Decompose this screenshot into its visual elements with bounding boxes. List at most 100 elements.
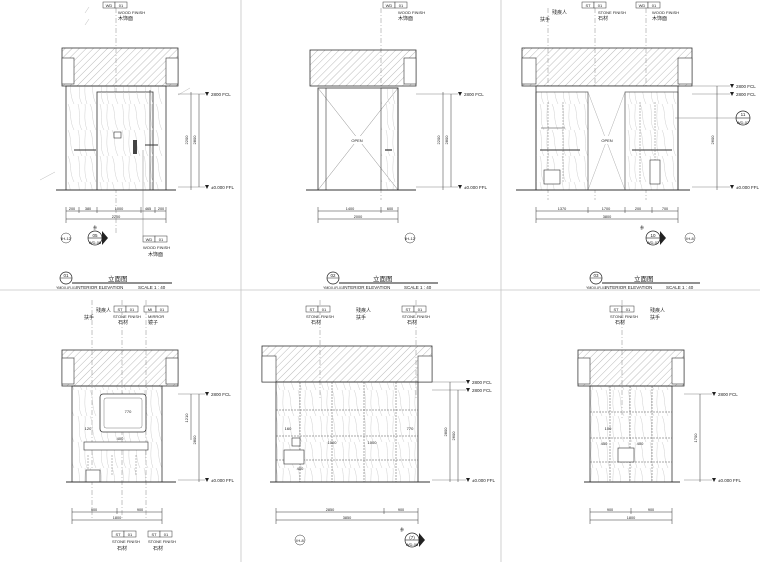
material-tag-wood-top: WD 01 WOOD FINISH 木饰面 bbox=[102, 1, 145, 22]
dimensions-panel-2: 1400 600 2000 bbox=[317, 207, 399, 223]
svg-text:2800 FCL: 2800 FCL bbox=[472, 388, 492, 393]
elevation-title-03: 03 YMDX-IR-01 立面图 INTERIOR ELEVATION SCA… bbox=[586, 271, 700, 290]
svg-text:STONE FINISH: STONE FINISH bbox=[113, 314, 141, 319]
svg-text:残疾人: 残疾人 bbox=[96, 307, 111, 314]
svg-text:2800: 2800 bbox=[444, 135, 449, 145]
svg-text:01: 01 bbox=[652, 3, 657, 8]
dimensions-panel-6: 900 900 1800 bbox=[589, 508, 673, 524]
dimensions-panel-4: 900 900 1800 bbox=[71, 508, 163, 524]
svg-text:900: 900 bbox=[648, 508, 654, 512]
svg-text:3800: 3800 bbox=[603, 215, 611, 219]
svg-text:380: 380 bbox=[85, 207, 91, 211]
grid-tag-panel-3: IH-8 bbox=[684, 232, 696, 244]
svg-text:STONE FINISH: STONE FINISH bbox=[598, 10, 626, 15]
svg-text:200: 200 bbox=[69, 207, 75, 211]
svg-text:1700: 1700 bbox=[693, 433, 698, 443]
svg-text:200: 200 bbox=[158, 207, 164, 211]
section-callout-panel-5: 参 (7) WD-06 bbox=[400, 526, 425, 548]
elevation-panel-3: OPEN bbox=[516, 8, 693, 200]
svg-text:±0.000 FFL: ±0.000 FFL bbox=[211, 478, 234, 483]
svg-text:石材: 石材 bbox=[598, 15, 608, 22]
grid-tag-panel-1: IH-12 bbox=[60, 232, 72, 244]
svg-text:01: 01 bbox=[159, 237, 164, 242]
elevation-panel-5: 160 1000 1000 770 400 bbox=[261, 300, 433, 483]
svg-text:400: 400 bbox=[637, 441, 644, 446]
svg-text:石材: 石材 bbox=[407, 319, 417, 326]
rail-note-p6: 残疾人 扶手 bbox=[650, 307, 665, 321]
svg-text:IH-12: IH-12 bbox=[405, 236, 416, 241]
svg-text:2800 FCL: 2800 FCL bbox=[464, 92, 484, 97]
svg-text:2800 FCL: 2800 FCL bbox=[736, 84, 756, 89]
rail-note-p4: 残疾人 扶手 bbox=[84, 307, 111, 321]
svg-text:1400: 1400 bbox=[346, 207, 354, 211]
svg-text:2800 FCL: 2800 FCL bbox=[211, 392, 231, 397]
svg-text:1210: 1210 bbox=[184, 413, 189, 423]
svg-text:±0.000 FFL: ±0.000 FFL bbox=[736, 185, 759, 190]
material-tag-stone-p5-left: ST 01 STONE FINISH 石材 bbox=[305, 305, 334, 326]
svg-text:2600: 2600 bbox=[710, 135, 715, 145]
svg-text:石材: 石材 bbox=[311, 319, 321, 326]
svg-text:600: 600 bbox=[387, 207, 393, 211]
svg-text:WD: WD bbox=[386, 3, 393, 8]
svg-text:WOOD FINISH: WOOD FINISH bbox=[652, 10, 679, 15]
material-tag-stone-p5-right: ST 01 STONE FINISH 石材 bbox=[401, 305, 430, 326]
svg-text:01: 01 bbox=[119, 3, 124, 8]
elevation-panel-1 bbox=[39, 6, 191, 234]
material-tag-mirror-p4: MI 01 MIRROR 镜子 bbox=[143, 305, 169, 326]
svg-text:01: 01 bbox=[626, 307, 631, 312]
svg-text:立面图: 立面图 bbox=[373, 274, 393, 283]
svg-text:2200: 2200 bbox=[112, 215, 120, 219]
svg-text:残疾人: 残疾人 bbox=[650, 307, 665, 314]
svg-text:立面图: 立面图 bbox=[108, 274, 128, 283]
svg-text:2800 FCL: 2800 FCL bbox=[736, 92, 756, 97]
svg-text:900: 900 bbox=[137, 508, 143, 512]
svg-text:木饰面: 木饰面 bbox=[148, 251, 163, 258]
material-tag-wood-p2: WD 01 WOOD FINISH 木饰面 bbox=[382, 1, 425, 22]
svg-text:MI: MI bbox=[148, 307, 152, 312]
svg-text:2200: 2200 bbox=[436, 135, 441, 145]
svg-text:INTERIOR ELEVATION: INTERIOR ELEVATION bbox=[605, 285, 652, 290]
svg-text:03: 03 bbox=[593, 273, 599, 278]
svg-text:WD-07: WD-07 bbox=[647, 240, 660, 245]
svg-text:IH-8: IH-8 bbox=[686, 236, 694, 241]
svg-text:2600: 2600 bbox=[451, 431, 456, 441]
svg-text:01: 01 bbox=[399, 3, 404, 8]
level-markers-panel-5: 2800 FCL 2800 FCL ±0.000 FFL 2800 2600 bbox=[432, 380, 495, 483]
material-tag-stone-p4-bottom: ST 01 STONE FINISH 石材 bbox=[111, 530, 140, 552]
svg-text:WOOD FINISH: WOOD FINISH bbox=[398, 10, 425, 15]
svg-text:2800 FCL: 2800 FCL bbox=[211, 92, 231, 97]
rail-note-p5: 残疾人 扶手 bbox=[356, 307, 371, 321]
svg-text:STONE FINISH: STONE FINISH bbox=[402, 314, 430, 319]
svg-text:01: 01 bbox=[128, 532, 133, 537]
svg-text:2800 FCL: 2800 FCL bbox=[472, 380, 492, 385]
elevation-panel-2: OPEN bbox=[306, 8, 417, 200]
svg-text:扶手: 扶手 bbox=[650, 314, 660, 321]
dimensions-panel-3: 1370 1700 200 700 3800 bbox=[535, 207, 679, 223]
svg-text:900: 900 bbox=[398, 508, 404, 512]
svg-text:±0.000 FFL: ±0.000 FFL bbox=[718, 478, 741, 483]
svg-text:01: 01 bbox=[130, 307, 135, 312]
svg-text:WD: WD bbox=[146, 237, 153, 242]
material-tag-stone-p4: ST 01 STONE FINISH 石材 bbox=[113, 305, 141, 326]
svg-text:WD-07: WD-07 bbox=[737, 120, 750, 125]
rail-note-p3: 残疾人 扶手 bbox=[540, 9, 567, 23]
svg-text:IH-12: IH-12 bbox=[61, 236, 72, 241]
svg-text:石材: 石材 bbox=[153, 545, 163, 552]
level-markers-panel-2: 2800 FCL ±0.000 FFL 2200 2800 bbox=[416, 92, 487, 190]
svg-text:10: 10 bbox=[650, 233, 656, 238]
svg-text:MIRROR: MIRROR bbox=[148, 314, 164, 319]
svg-text:WD: WD bbox=[639, 3, 646, 8]
svg-text:05: 05 bbox=[92, 233, 98, 238]
svg-text:2800: 2800 bbox=[443, 427, 448, 437]
grid-tag-panel-5: IH-8 bbox=[294, 534, 306, 546]
svg-text:IH-8: IH-8 bbox=[296, 538, 304, 543]
material-tag-wood-p3: WD 01 WOOD FINISH 木饰面 bbox=[635, 1, 679, 22]
level-markers-panel-3: 2800 FCL 2800 FCL ±0.000 FFL 2600 bbox=[692, 84, 759, 190]
svg-text:木饰面: 木饰面 bbox=[398, 15, 413, 22]
svg-text:01: 01 bbox=[598, 3, 603, 8]
svg-text:2000: 2000 bbox=[354, 215, 362, 219]
level-markers-panel-1: 2800 FCL ±0.000 FFL 2200 2800 bbox=[178, 92, 234, 190]
svg-text:YMDX-IR-01: YMDX-IR-01 bbox=[56, 286, 76, 290]
svg-text:SCALE 1 : 40: SCALE 1 : 40 bbox=[404, 285, 432, 290]
svg-text:160: 160 bbox=[285, 426, 292, 431]
